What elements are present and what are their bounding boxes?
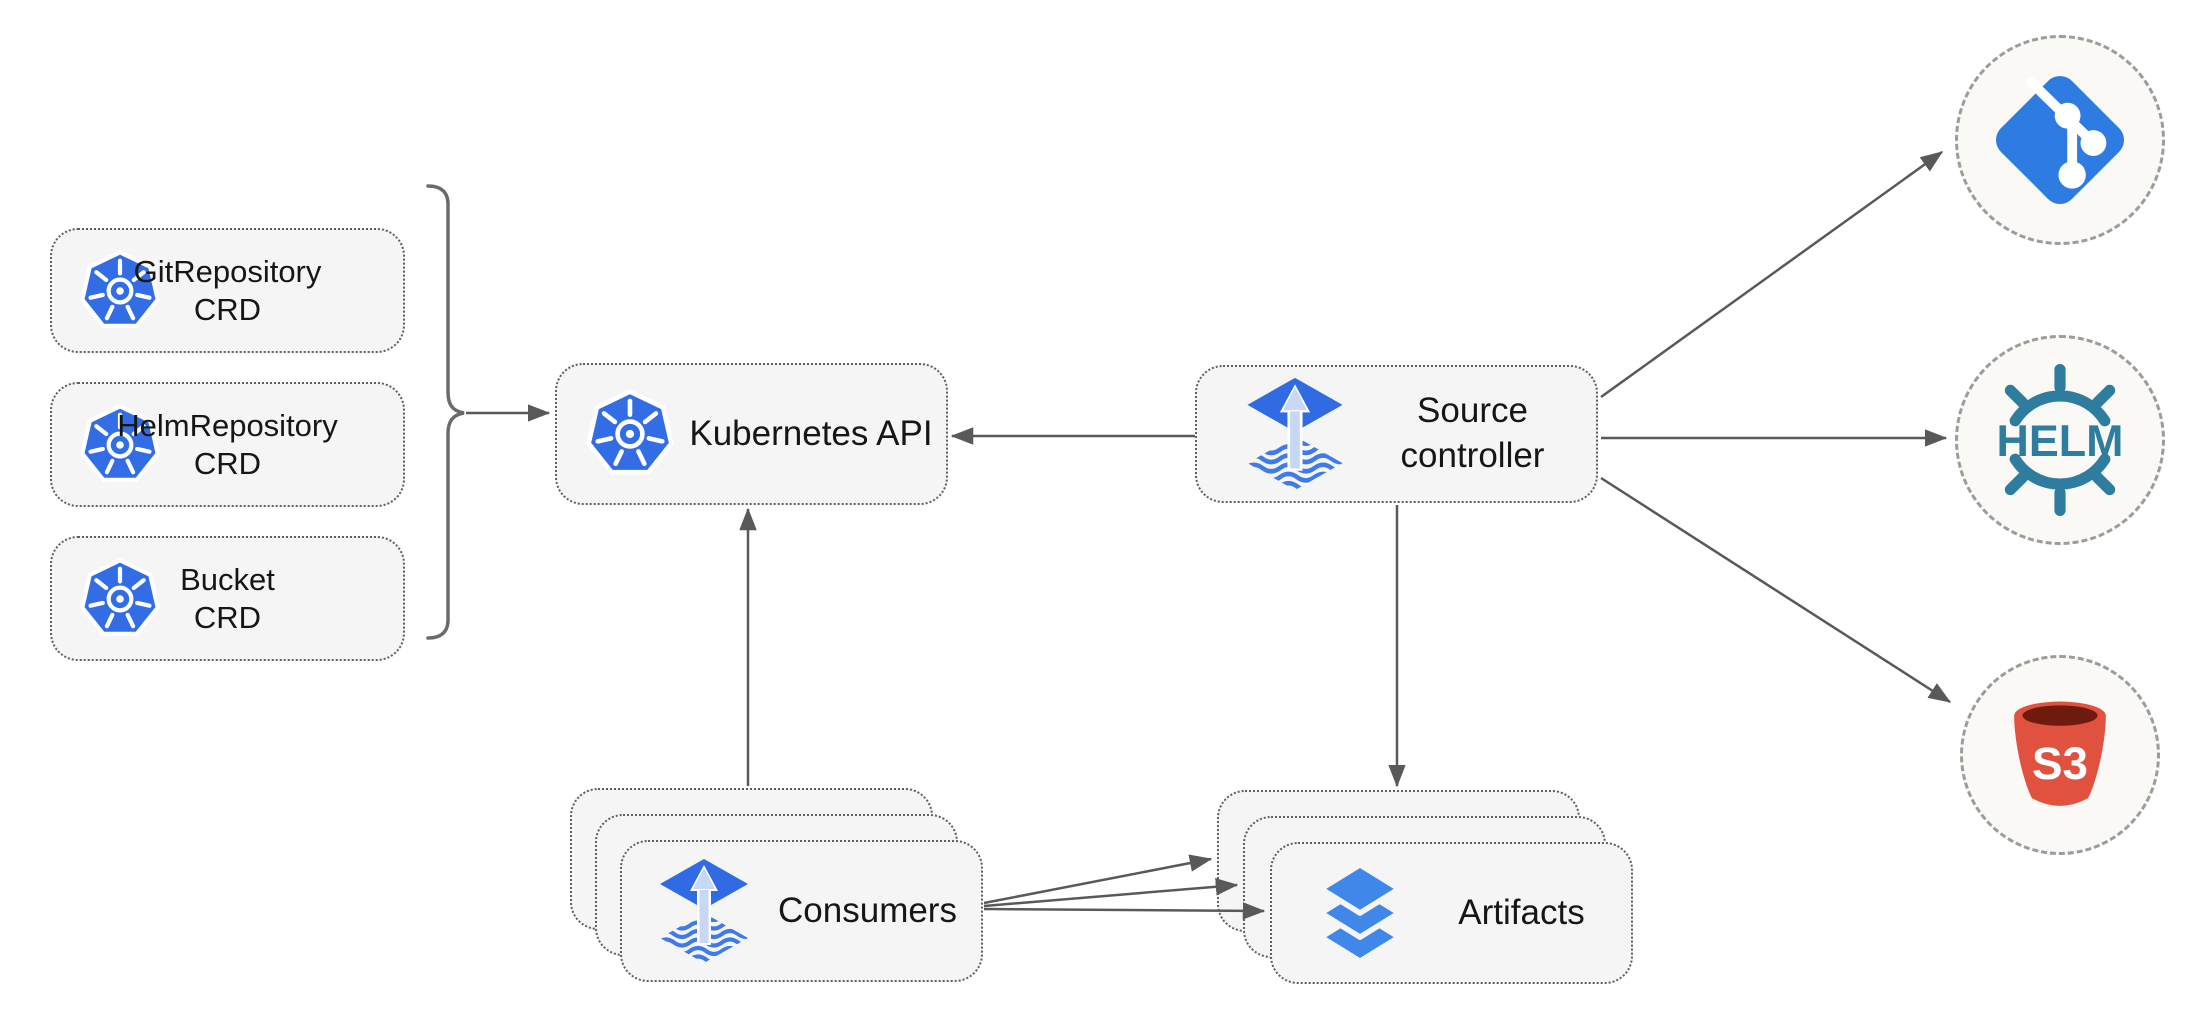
node-artifacts: Artifacts: [1270, 842, 1633, 984]
node-label-line1: Source: [1417, 391, 1528, 431]
node-source-controller: Source controller: [1195, 365, 1598, 503]
node-git-endpoint: [1955, 35, 2165, 245]
git-icon: [1995, 75, 2125, 205]
edge-source-controller-to-git: [1600, 150, 1944, 399]
node-label-line1: HelmRepository: [117, 407, 338, 443]
node-consumers: Consumers: [620, 840, 983, 982]
node-label-line2: CRD: [193, 599, 262, 635]
edge-consumers-to-artifacts-2: [983, 878, 1239, 908]
s3-bucket-icon: S3: [2014, 701, 2106, 806]
edge-consumers-to-artifacts-1: [983, 854, 1213, 905]
kubernetes-icon: [80, 249, 160, 328]
s3-label: S3: [2032, 738, 2088, 789]
node-label-line1: Bucket: [180, 561, 275, 597]
layers-icon: [1318, 861, 1402, 965]
kubernetes-icon: [80, 557, 160, 636]
node-gitrepository-crd: GitRepository CRD: [50, 228, 405, 353]
node-label: GitRepository CRD: [52, 230, 403, 351]
kubernetes-icon: [80, 403, 160, 482]
flux-source-controller-icon: [660, 859, 748, 963]
flux-source-controller-icon: [1247, 377, 1343, 491]
node-label: Artifacts: [1458, 893, 1585, 932]
node-label: Kubernetes API: [689, 414, 933, 453]
helm-icon: HELM: [1997, 364, 2124, 516]
node-label: Source controller: [1349, 389, 1596, 479]
node-label-line2: CRD: [193, 291, 262, 327]
node-label: HelmRepository CRD: [52, 384, 403, 505]
curly-brace: [426, 184, 465, 640]
node-bucket-crd: Bucket CRD: [50, 536, 405, 661]
node-kubernetes-api: Kubernetes API: [555, 363, 948, 505]
helm-label: HELM: [1997, 416, 2124, 466]
node-s3-endpoint: S3: [1960, 655, 2160, 855]
node-label-line2: CRD: [193, 445, 262, 481]
node-label: Bucket CRD: [52, 538, 403, 659]
edge-source-controller-to-s3: [1600, 476, 1952, 704]
node-helm-endpoint: HELM: [1955, 335, 2165, 545]
node-helmrepository-crd: HelmRepository CRD: [50, 382, 405, 507]
node-label: Consumers: [778, 891, 957, 930]
node-label-line1: GitRepository: [133, 253, 322, 289]
node-label-line2: controller: [1400, 436, 1545, 475]
kubernetes-icon: [586, 389, 674, 475]
